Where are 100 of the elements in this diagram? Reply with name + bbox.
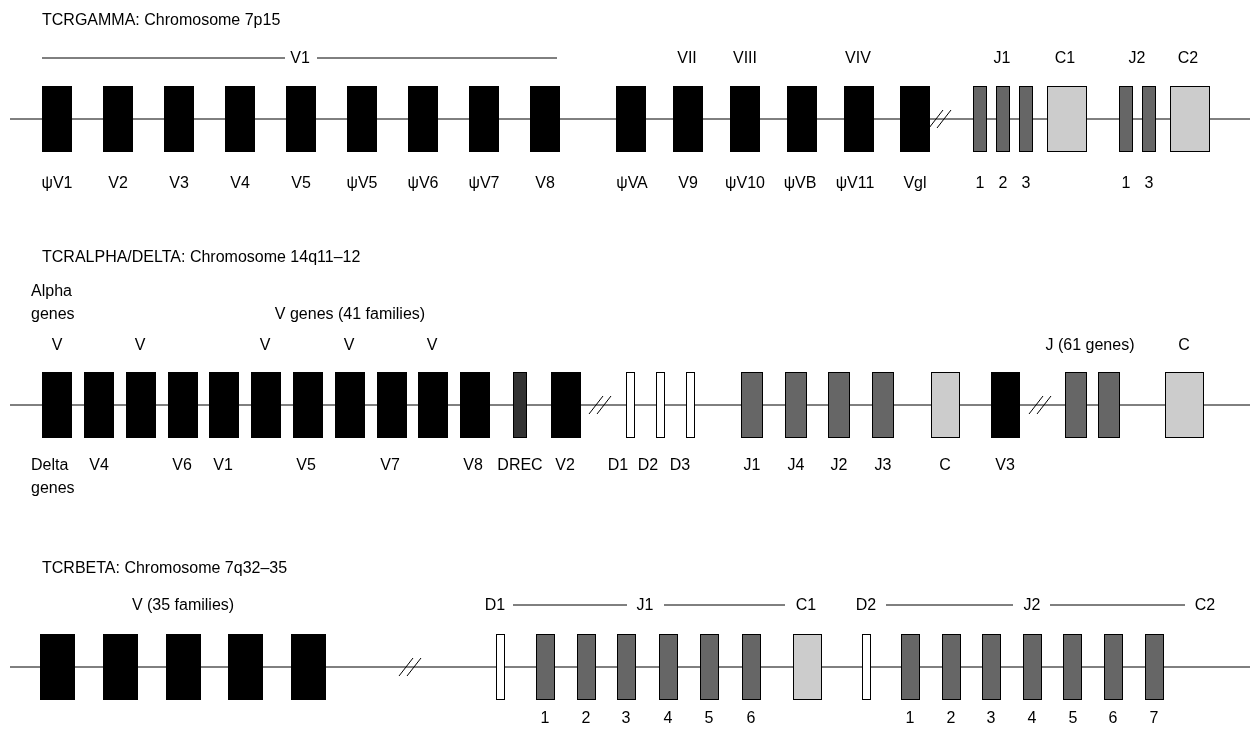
gene-label: J1 (993, 48, 1011, 68)
locus-heading: TCRGAMMA: Chromosome 7p15 (42, 10, 281, 30)
gene-label: C1 (1054, 48, 1076, 68)
gene-label: J1 (743, 455, 761, 475)
gene-label: D1 (607, 455, 629, 475)
gene-label: Vgl (903, 173, 927, 193)
gene-label: 3 (1144, 173, 1154, 193)
gene-label: V (51, 335, 63, 355)
gene-segment (126, 372, 156, 438)
gene-label: V5 (296, 455, 316, 475)
gene-label: 1 (905, 708, 915, 728)
gene-segment (251, 372, 281, 438)
joining-segment (872, 372, 894, 438)
gene-segment (513, 372, 527, 438)
gene-label: V genes (41 families) (274, 304, 426, 324)
gene-label: C (939, 455, 951, 475)
joining-segment (1104, 634, 1123, 700)
joining-segment (1023, 634, 1042, 700)
gene-label: C (1178, 335, 1190, 355)
gene-segment (42, 372, 72, 438)
gene-label: 4 (663, 708, 673, 728)
joining-segment (785, 372, 807, 438)
gene-label: 2 (946, 708, 956, 728)
gene-label: D2 (637, 455, 659, 475)
gene-label: V1 (290, 48, 310, 68)
joining-segment (973, 86, 987, 152)
gene-segment (616, 86, 646, 152)
gene-label: Delta genes (31, 455, 76, 498)
gene-label: V (134, 335, 146, 355)
constant-segment (1047, 86, 1087, 152)
gene-label: 7 (1149, 708, 1159, 728)
gene-label: V3 (995, 455, 1015, 475)
gene-label: V (426, 335, 438, 355)
gene-label: C1 (795, 595, 817, 615)
gene-segment (530, 86, 560, 152)
gene-label: ψV11 (835, 173, 875, 193)
diversity-segment (626, 372, 635, 438)
joining-segment (659, 634, 678, 700)
gene-label: V8 (535, 173, 555, 193)
joining-segment (1063, 634, 1082, 700)
joining-segment (1119, 86, 1133, 152)
gene-label: 1 (1121, 173, 1131, 193)
gene-segment (103, 634, 138, 700)
joining-segment (536, 634, 555, 700)
gene-segment (228, 634, 263, 700)
gene-segment (730, 86, 760, 152)
gene-segment (335, 372, 365, 438)
gene-label: ψV7 (468, 173, 500, 193)
gene-label: J3 (874, 455, 892, 475)
gene-label: ψVA (616, 173, 648, 193)
gene-segment (469, 86, 499, 152)
gene-label: J1 (636, 595, 654, 615)
diversity-segment (862, 634, 871, 700)
joining-segment (1145, 634, 1164, 700)
gene-segment (787, 86, 817, 152)
gene-segment (225, 86, 255, 152)
gene-label: J2 (1128, 48, 1146, 68)
gene-label: VII (677, 48, 697, 68)
gene-label: ψV5 (346, 173, 378, 193)
joining-segment (1065, 372, 1087, 438)
constant-segment (1165, 372, 1204, 438)
gene-label: V1 (213, 455, 233, 475)
gene-segment (40, 634, 75, 700)
gene-segment (286, 86, 316, 152)
gene-label: DREC (497, 455, 543, 475)
gene-segment (209, 372, 239, 438)
gene-segment (844, 86, 874, 152)
gene-label: 6 (1108, 708, 1118, 728)
gene-label: D2 (855, 595, 877, 615)
joining-segment (982, 634, 1001, 700)
gene-label: D3 (669, 455, 691, 475)
gene-label: V (343, 335, 355, 355)
gene-label: 2 (581, 708, 591, 728)
gene-label: V2 (555, 455, 575, 475)
gene-label: ψVB (783, 173, 817, 193)
gene-label: V8 (463, 455, 483, 475)
gene-label: V6 (172, 455, 192, 475)
gene-segment (103, 86, 133, 152)
gene-label: 5 (704, 708, 714, 728)
gene-label: V3 (169, 173, 189, 193)
diversity-segment (686, 372, 695, 438)
joining-segment (742, 634, 761, 700)
joining-segment (617, 634, 636, 700)
constant-segment (1170, 86, 1210, 152)
locus-heading: TCRBETA: Chromosome 7q32–35 (42, 558, 288, 578)
gene-segment (291, 634, 326, 700)
gene-label: D1 (484, 595, 506, 615)
gene-segment (460, 372, 490, 438)
joining-segment (828, 372, 850, 438)
gene-label: Alpha genes (31, 281, 76, 324)
gene-label: V4 (89, 455, 109, 475)
gene-label: ψV6 (407, 173, 439, 193)
gene-label: 1 (540, 708, 550, 728)
joining-segment (700, 634, 719, 700)
gene-label: 3 (1021, 173, 1031, 193)
gene-label: ψV10 (725, 173, 765, 193)
joining-segment (577, 634, 596, 700)
gene-segment (84, 372, 114, 438)
gene-segment (673, 86, 703, 152)
joining-segment (1142, 86, 1156, 152)
